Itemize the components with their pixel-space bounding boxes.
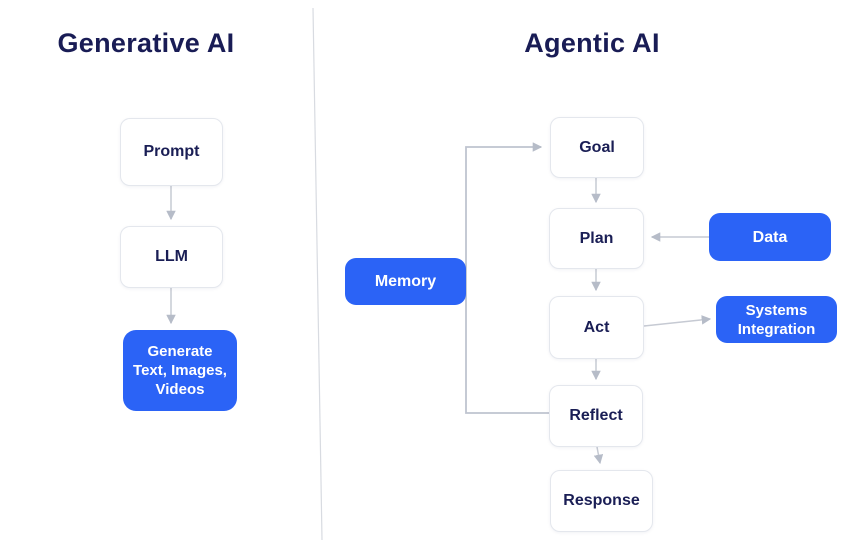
node-act-label: Act	[583, 318, 610, 336]
node-plan: Plan	[549, 208, 644, 269]
node-generate-output-label: Generate Text, Images, Videos	[133, 343, 227, 398]
node-systems-integration-label: Systems Integration	[737, 301, 816, 338]
node-data-label: Data	[752, 228, 788, 246]
edge-reflect-goal-feedback-loop	[465, 142, 549, 414]
node-plan-label: Plan	[579, 229, 614, 247]
edge-reflect-response-arrow	[593, 446, 604, 465]
node-prompt-label: Prompt	[143, 143, 200, 160]
node-reflect: Reflect	[549, 385, 643, 447]
node-response-label: Response	[563, 492, 640, 509]
node-goal-label: Goal	[579, 138, 615, 156]
node-reflect-label: Reflect	[569, 407, 623, 424]
node-memory-label: Memory	[374, 273, 437, 290]
node-systems-integration: Systems Integration	[716, 296, 837, 343]
node-act: Act	[549, 296, 644, 359]
node-llm: LLM	[120, 226, 223, 288]
node-llm-label: LLM	[155, 248, 188, 265]
generative-ai-title: Generative AI	[57, 28, 235, 58]
node-data: Data	[709, 213, 831, 261]
section-divider-line	[312, 7, 323, 541]
edge-act-systems-integration-arrow	[643, 315, 712, 327]
agentic-ai-title: Agentic AI	[524, 28, 660, 58]
node-response: Response	[550, 470, 653, 532]
node-goal: Goal	[550, 117, 644, 178]
node-generate-output: Generate Text, Images, Videos	[123, 330, 237, 411]
node-memory: Memory	[345, 258, 466, 305]
node-prompt: Prompt	[120, 118, 223, 186]
